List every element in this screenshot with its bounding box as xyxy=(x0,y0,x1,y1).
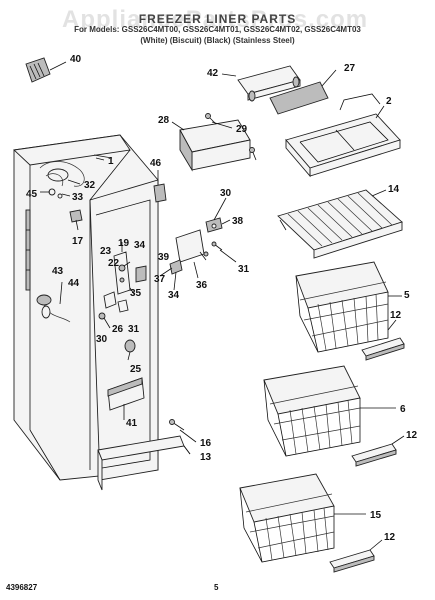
part-28-bracket xyxy=(179,113,257,172)
part-14-wire-shelf xyxy=(277,189,403,259)
part-12-trim-lower xyxy=(329,549,375,573)
callout-5: 5 xyxy=(404,290,410,301)
callout-36: 36 xyxy=(196,280,208,291)
part-30-switch xyxy=(205,217,223,251)
callout-22: 22 xyxy=(108,258,120,269)
callout-17: 17 xyxy=(72,236,84,247)
part-41-bracket xyxy=(107,377,145,411)
callout-19: 19 xyxy=(118,238,130,249)
part-6-basket xyxy=(263,365,361,457)
model-list: For Models: GSS26C4MT00, GSS26C4MT01, GS… xyxy=(74,25,361,34)
part-damper-control xyxy=(169,229,209,275)
part-control-housing xyxy=(39,161,85,199)
part-15-basket xyxy=(239,473,335,563)
callout-34-lower: 34 xyxy=(168,290,180,301)
callout-labels: 40 42 27 2 1 28 29 32 45 33 46 17 30 14 … xyxy=(26,54,418,543)
part-17 xyxy=(69,209,83,223)
part-27-panel xyxy=(269,81,329,115)
callout-27: 27 xyxy=(344,63,356,74)
page-number: 5 xyxy=(214,583,219,592)
callout-12-middle: 12 xyxy=(406,430,418,441)
leader-lines xyxy=(40,69,405,551)
page-title: FREEZER LINER PARTS xyxy=(138,12,297,26)
part-42-housing xyxy=(237,65,301,102)
callout-23: 23 xyxy=(100,246,112,257)
callout-31: 31 xyxy=(238,264,250,275)
part-12-trim-upper xyxy=(361,337,405,361)
callout-39: 39 xyxy=(158,252,170,263)
part-46-clip xyxy=(153,183,167,203)
callout-12-upper: 12 xyxy=(390,310,402,321)
part-light-socket xyxy=(36,294,71,323)
callout-45: 45 xyxy=(26,189,38,200)
callout-15: 15 xyxy=(370,510,382,521)
callout-33: 33 xyxy=(72,192,84,203)
callout-29: 29 xyxy=(236,124,248,135)
document-number: 4396827 xyxy=(6,583,38,592)
callout-30: 30 xyxy=(220,188,232,199)
callout-41: 41 xyxy=(126,418,138,429)
callout-14: 14 xyxy=(388,184,400,195)
part-16-screw xyxy=(169,419,185,431)
callout-16: 16 xyxy=(200,438,212,449)
part-25 xyxy=(124,339,136,353)
callout-34: 34 xyxy=(134,240,146,251)
watermark: AppliancePartsPros.com xyxy=(62,6,369,33)
callout-32: 32 xyxy=(84,180,96,191)
callout-30-lower: 30 xyxy=(96,334,108,345)
callout-26: 26 xyxy=(112,324,124,335)
part-control-cluster xyxy=(98,251,147,320)
callout-13: 13 xyxy=(200,452,212,463)
callout-37: 37 xyxy=(154,274,166,285)
callout-46: 46 xyxy=(150,158,162,169)
part-grille xyxy=(25,57,67,83)
callout-31-lower: 31 xyxy=(128,324,140,335)
callout-25: 25 xyxy=(130,364,142,375)
callout-12-lower: 12 xyxy=(384,532,396,543)
part-12-trim-middle xyxy=(351,443,397,467)
callout-2: 2 xyxy=(386,96,392,107)
callout-43: 43 xyxy=(52,266,64,277)
part-5-basket xyxy=(295,261,389,353)
color-list: (White) (Biscuit) (Black) (Stainless Ste… xyxy=(140,36,295,45)
callout-35: 35 xyxy=(130,288,142,299)
callout-40: 40 xyxy=(70,54,82,65)
callout-1: 1 xyxy=(108,156,114,167)
callout-28: 28 xyxy=(158,115,170,126)
callout-6: 6 xyxy=(400,404,406,415)
callout-42: 42 xyxy=(207,68,219,79)
callout-44: 44 xyxy=(68,278,80,289)
callout-38: 38 xyxy=(232,216,244,227)
part-2-shelf-frame xyxy=(285,93,401,178)
